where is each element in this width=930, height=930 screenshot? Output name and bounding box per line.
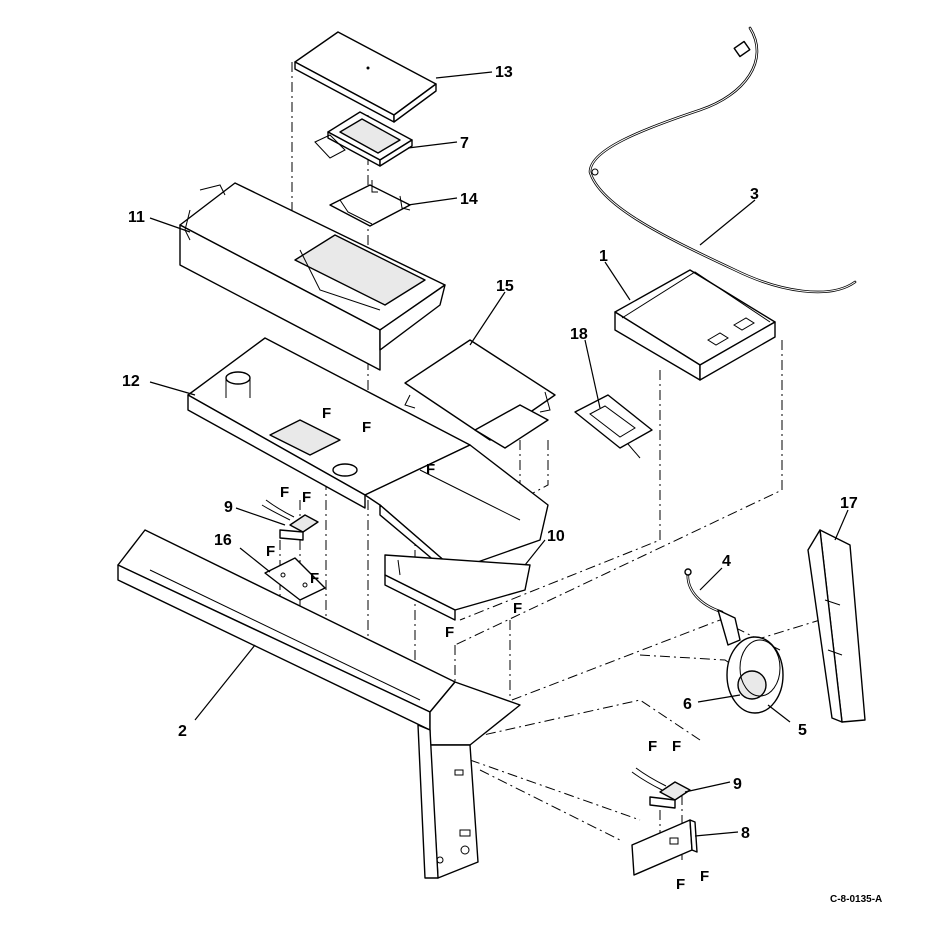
part-3-cable <box>588 26 857 294</box>
part-9-connector-lower <box>631 767 691 809</box>
callout-12: 12 <box>122 373 140 390</box>
fastener-flag: F <box>648 738 657 755</box>
callout-16: 16 <box>214 532 232 549</box>
fastener-flag: F <box>426 461 435 478</box>
part-5-6-speaker-assembly <box>717 609 784 714</box>
callout-5: 5 <box>798 722 807 739</box>
part-4-harness <box>684 568 724 614</box>
part-16-sensor-bracket <box>264 557 326 601</box>
callout-6: 6 <box>683 696 692 713</box>
fastener-flag: F <box>672 738 681 755</box>
part-18-small-bracket <box>574 394 653 459</box>
part-17-side-cover <box>807 529 866 723</box>
callout-3: 3 <box>750 186 759 203</box>
part-11-upper-housing <box>179 182 446 371</box>
fastener-flag: F <box>310 570 319 587</box>
fastener-flag: F <box>676 876 685 893</box>
fastener-flag: F <box>266 543 275 560</box>
callout-13: 13 <box>495 64 513 81</box>
callout-9-lower: 9 <box>733 776 742 793</box>
fastener-flag: F <box>362 419 371 436</box>
callout-10: 10 <box>547 528 565 545</box>
callout-11: 11 <box>128 209 145 226</box>
callout-2: 2 <box>178 723 187 740</box>
callout-9-upper: 9 <box>224 499 233 516</box>
part-10-cover <box>384 554 531 621</box>
part-14-bracket <box>329 180 411 227</box>
part-7-display-module <box>314 111 413 167</box>
callout-17: 17 <box>840 495 858 512</box>
part-9-connector-upper <box>261 499 319 541</box>
fastener-flag: F <box>700 868 709 885</box>
fastener-flag: F <box>280 484 289 501</box>
part-13-top-cover <box>294 31 437 123</box>
callout-4: 4 <box>722 553 731 570</box>
part-2-main-frame <box>117 529 521 879</box>
callout-7: 7 <box>460 135 469 152</box>
callout-8: 8 <box>741 825 750 842</box>
callout-1: 1 <box>599 248 608 265</box>
callout-15: 15 <box>496 278 514 295</box>
fastener-flag: F <box>302 489 311 506</box>
callout-18: 18 <box>570 326 588 343</box>
fastener-flag: F <box>322 405 331 422</box>
part-1-control-panel <box>614 269 776 381</box>
fastener-flag: F <box>445 624 454 641</box>
leader-lines <box>149 71 849 837</box>
part-15-tray-plate <box>404 339 556 449</box>
part-12-lower-housing <box>187 337 549 579</box>
fastener-flag: F <box>513 600 522 617</box>
part-8-mount-plate <box>631 819 698 876</box>
fastener-flags: F F F F F F F F F F F F F F <box>266 405 709 893</box>
callout-labels: 13 7 14 11 3 1 15 18 12 9 16 10 17 4 6 5… <box>122 64 858 842</box>
callout-14: 14 <box>460 191 478 208</box>
figure-reference-id: C-8-0135-A <box>830 894 882 905</box>
